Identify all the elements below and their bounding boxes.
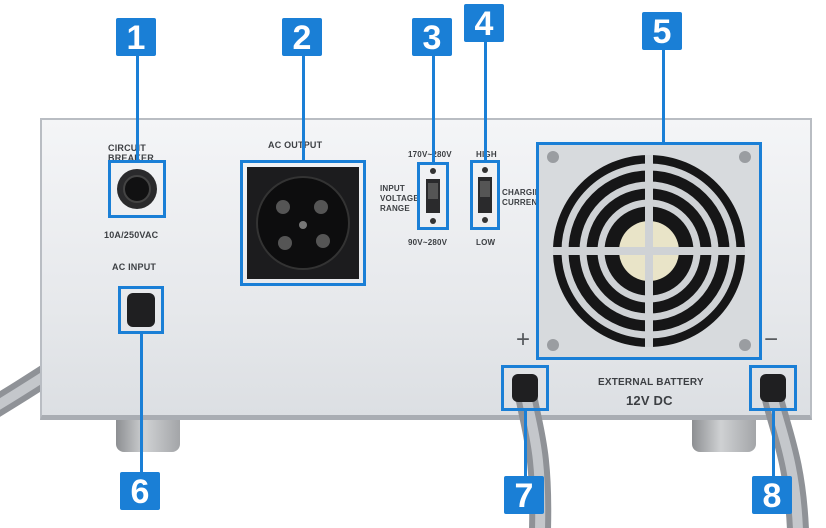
- external-battery-label: EXTERNAL BATTERY: [598, 377, 704, 388]
- plus-label: +: [516, 326, 531, 353]
- ac-input-box: [118, 286, 164, 334]
- cooling-fan: [539, 145, 759, 357]
- connector-3: [432, 56, 435, 162]
- voltage-range-switch[interactable]: [420, 165, 446, 227]
- badge-8: 8: [752, 476, 792, 515]
- foot-left: [116, 420, 180, 452]
- ac-output-socket[interactable]: [243, 163, 363, 283]
- connector-6: [140, 334, 143, 472]
- low-label: LOW: [476, 238, 496, 247]
- voltage-low-label: 90V~280V: [408, 238, 448, 247]
- badge-3: 3: [412, 18, 452, 57]
- badge-6: 6: [120, 472, 160, 511]
- voltage-high-label: 170V~280V: [408, 150, 452, 159]
- connector-7: [524, 411, 527, 476]
- battery-negative-terminal[interactable]: [752, 368, 794, 408]
- charging-current-switch[interactable]: [473, 163, 497, 227]
- badge-5: 5: [642, 12, 682, 51]
- breaker-rating-label: 10A/250VAC: [104, 230, 159, 240]
- ac-input-label: AC INPUT: [112, 262, 157, 272]
- connector-4: [484, 42, 487, 160]
- minus-label: −: [764, 326, 779, 353]
- ac-output-box: [240, 160, 366, 286]
- circuit-breaker-button[interactable]: [108, 160, 166, 218]
- battery-positive-terminal[interactable]: [504, 368, 546, 408]
- battery-positive-box: [501, 365, 549, 411]
- ac-input-connector[interactable]: [121, 289, 161, 331]
- connector-8: [772, 411, 775, 476]
- circuit-breaker-label: CIRCUIT BREAKER: [108, 143, 154, 163]
- charging-switch-box: [470, 160, 500, 230]
- voltage-switch-box: [417, 162, 449, 230]
- battery-negative-box: [749, 365, 797, 411]
- connector-5: [662, 50, 665, 142]
- foot-right: [692, 420, 756, 452]
- ac-output-label: AC OUTPUT: [268, 140, 323, 150]
- charging-current-label: CHARGING CURRENT: [502, 188, 548, 207]
- connector-2: [302, 56, 305, 160]
- badge-2: 2: [282, 18, 322, 57]
- battery-voltage-label: 12V DC: [626, 393, 673, 408]
- cooling-fan-box: [536, 142, 762, 360]
- connector-1: [136, 56, 139, 160]
- circuit-breaker-box: [108, 160, 166, 218]
- input-voltage-range-label: INPUT VOLTAGE RANGE: [380, 184, 419, 213]
- badge-4: 4: [464, 4, 504, 43]
- badge-1: 1: [116, 18, 156, 57]
- badge-7: 7: [504, 476, 544, 515]
